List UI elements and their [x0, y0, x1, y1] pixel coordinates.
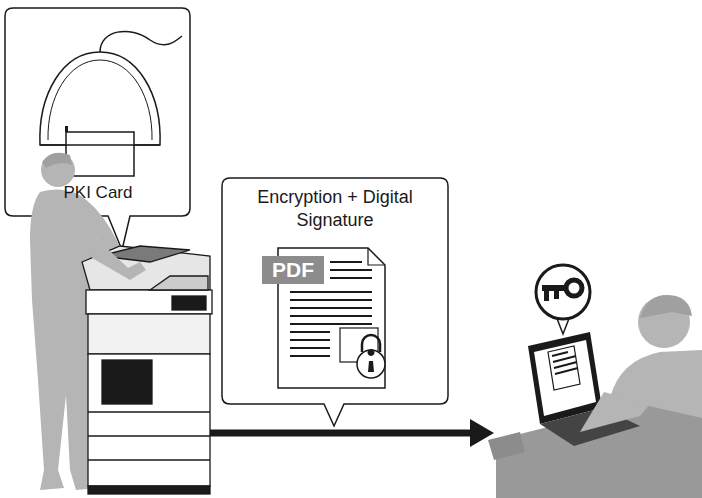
pki-card: [66, 132, 134, 176]
callout-outline: [222, 178, 448, 426]
callout-box: Encryption + Digital Signature: [252, 186, 418, 246]
printer: [82, 246, 212, 494]
pdf-page-fold: [368, 248, 385, 265]
laptop-screen: [528, 332, 602, 424]
callout-text: PKI Card: [64, 182, 133, 204]
reader-light: [65, 126, 68, 132]
person-recipient: [488, 295, 702, 498]
key-bubble: [536, 265, 590, 319]
transfer-arrow: [205, 430, 474, 437]
card-reader-inner: [48, 60, 152, 140]
pdf-label: PDF: [262, 256, 324, 284]
callout-text: Encryption + Digital Signature: [252, 186, 418, 233]
card-reader: [40, 52, 160, 145]
sender-arm: [92, 238, 146, 280]
pdf-banner: [262, 256, 324, 284]
callout-box: PKI Card: [8, 20, 188, 210]
keyhole: [368, 349, 375, 372]
reader-cable: [100, 31, 182, 52]
key-icon: [542, 280, 582, 301]
reader-base: [40, 144, 160, 146]
